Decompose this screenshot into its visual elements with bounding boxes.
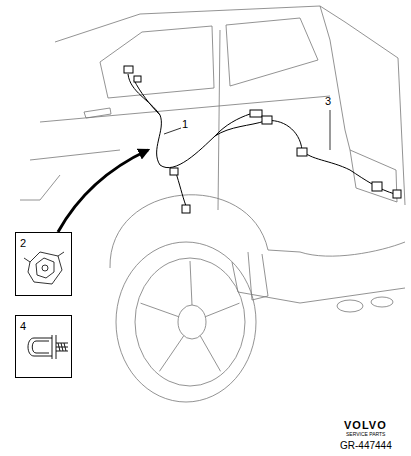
- wheel-spoke: [200, 336, 220, 372]
- brand-logo: VOLVO: [344, 419, 387, 431]
- inset-box: 4: [15, 315, 72, 378]
- clip-part: [24, 252, 64, 284]
- wheel-spoke: [205, 303, 239, 317]
- inset-box: 2: [15, 232, 72, 296]
- rear-wheel: [116, 242, 256, 402]
- wheel-spoke: [141, 303, 179, 317]
- callout-number: 4: [16, 318, 30, 334]
- wheel-spoke: [159, 336, 183, 372]
- leader-lines: [164, 110, 330, 150]
- callout-number: 2: [16, 235, 30, 251]
- brand-subtitle: SERVICE PARTS: [346, 432, 385, 438]
- location-arrow: [58, 150, 148, 232]
- car-body: [20, 6, 405, 312]
- callout-number: 1: [182, 118, 188, 130]
- callout-number: 3: [325, 95, 331, 107]
- figure-code: GR-447444: [340, 440, 392, 451]
- p-clamp-part: [28, 335, 68, 359]
- wheel-spoke: [190, 261, 192, 305]
- wiring-harness: [124, 66, 401, 213]
